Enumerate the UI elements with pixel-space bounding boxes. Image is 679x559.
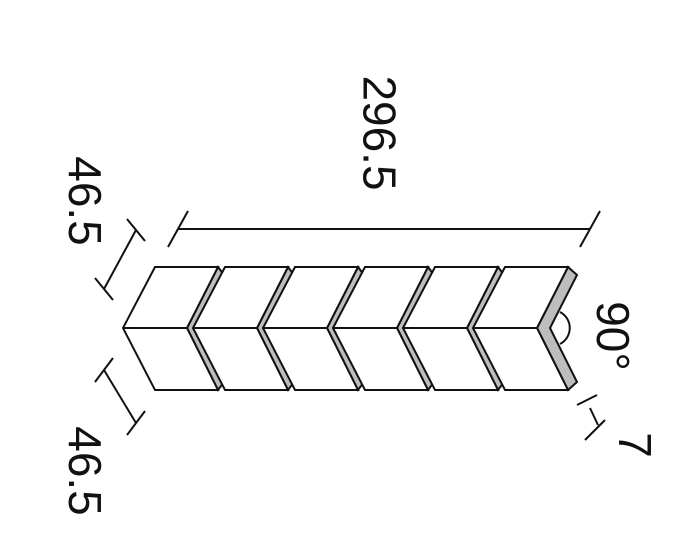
side-top-label: 46.5 <box>58 156 111 246</box>
thickness-tick-a <box>576 394 598 406</box>
side-bottom-label: 46.5 <box>58 426 111 516</box>
length-label: 296.5 <box>353 75 406 191</box>
tile-strip <box>121 265 579 392</box>
thickness-line <box>589 407 599 426</box>
side-bottom-tick-a <box>94 357 114 383</box>
thickness-label: 7 <box>608 432 661 458</box>
angle-arc <box>559 311 571 345</box>
length-tick-right <box>579 210 601 248</box>
side-top-dimension-line <box>103 229 137 290</box>
length-tick-left <box>167 210 189 248</box>
thickness-tick-b <box>584 419 606 441</box>
dimension-lines <box>94 210 606 441</box>
angle-label: 90° <box>586 301 639 371</box>
side-bottom-tick-b <box>126 410 146 436</box>
side-bottom-dimension-line <box>103 369 137 424</box>
side-top-tick-a <box>94 277 114 301</box>
side-top-tick-b <box>126 218 146 242</box>
